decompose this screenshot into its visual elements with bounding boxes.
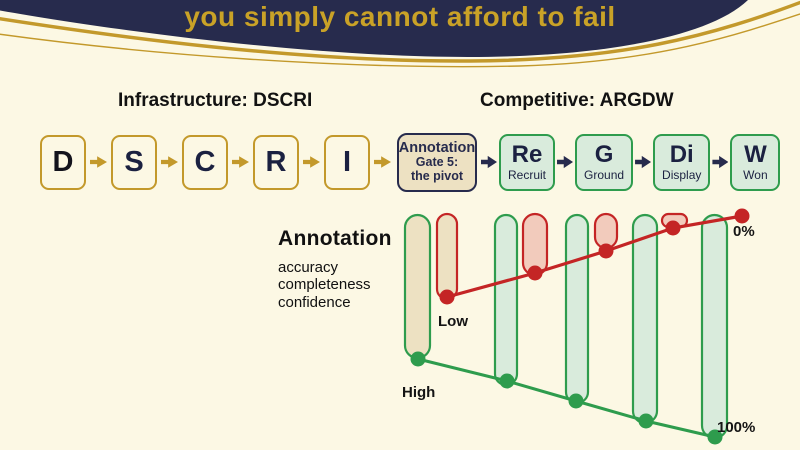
green-pill-bar-4 [631, 213, 659, 425]
arrow-right-icon [303, 156, 320, 168]
green-pill-bar-5 [700, 213, 729, 440]
stage-label: Won [743, 168, 768, 182]
pivot-subtitle: the pivot [410, 168, 464, 183]
green-data-dot-4 [638, 413, 654, 429]
banner-navy-blob [0, 0, 748, 57]
flow-box-d: D [40, 134, 86, 190]
chart-label-title: Annotation [278, 227, 392, 250]
heading-infrastructure: Infrastructure: DSCRI [118, 90, 313, 111]
stage-abbr: W [744, 141, 767, 168]
arrow-right-icon [90, 156, 107, 168]
stage-label: Ground [584, 168, 625, 182]
label-high: High [402, 384, 435, 401]
red-data-dot-5 [734, 208, 750, 224]
arrow-right-icon [712, 155, 729, 169]
green-pill-bar-3 [564, 213, 590, 405]
chart-label-confidence: confidence [278, 293, 351, 311]
green-data-dot-1 [410, 351, 426, 367]
red-pill-bar-1 [435, 212, 459, 301]
flow-box-c: C [182, 134, 228, 190]
pivot-gate-line: Gate 5: [415, 155, 459, 170]
green-data-dot-2 [499, 373, 515, 389]
label-100-percent: 100% [717, 419, 755, 436]
label-low: Low [438, 313, 468, 330]
stage-label: Recruit [508, 168, 547, 182]
banner-gold-rim-thick [0, 0, 800, 63]
flow-box-i: I [324, 134, 370, 190]
banner-decoration [0, 0, 800, 68]
chart-label-completeness: completeness [278, 276, 371, 294]
red-data-dot-3 [598, 243, 614, 259]
red-pill-bar-3 [593, 212, 619, 250]
green-data-dot-5 [707, 429, 723, 445]
arrow-right-icon [481, 155, 497, 169]
arrow-right-icon [557, 155, 574, 169]
arrow-right-icon [232, 156, 249, 168]
flow-box-r: R [253, 134, 299, 190]
stage-abbr: G [594, 141, 614, 168]
arrow-right-icon [374, 156, 391, 168]
red-data-dot-1 [439, 289, 455, 305]
green-pill-bar-1 [403, 213, 432, 360]
arrow-right-icon [635, 155, 652, 169]
chart-label-block: Annotation accuracy completeness confide… [278, 227, 392, 311]
annotation-quality-chart: High 100% Low 0% [402, 208, 755, 445]
banner-gold-rim-thin [0, 13, 800, 68]
chart-label-accuracy: accuracy [278, 259, 339, 276]
arrow-right-icon [161, 156, 178, 168]
stage-abbr: Di [669, 141, 694, 168]
stage-label: Display [662, 168, 702, 182]
label-0-percent: 0% [733, 223, 755, 240]
green-pill-bar-2 [493, 213, 519, 387]
red-data-dot-4 [665, 220, 681, 236]
red-data-dot-2 [527, 265, 543, 281]
pivot-title: Annotation [398, 140, 476, 157]
green-data-dot-3 [568, 393, 584, 409]
stage-abbr: Re [511, 141, 543, 168]
heading-competitive: Competitive: ARGDW [480, 90, 674, 111]
flow-box-s: S [111, 134, 157, 190]
banner-title: you simply cannot afford to fail [184, 1, 616, 32]
